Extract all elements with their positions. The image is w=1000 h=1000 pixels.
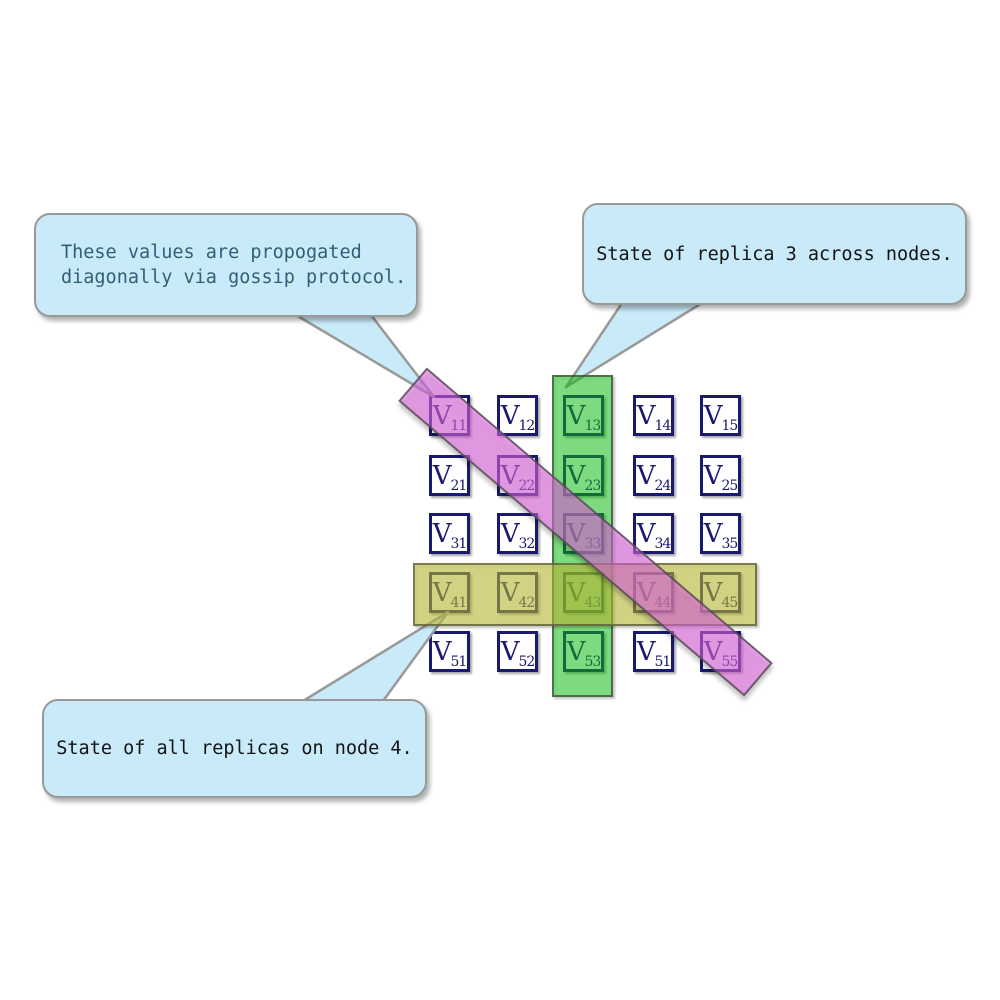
cell-subscript: 53 bbox=[584, 653, 601, 670]
cell-subscript: 12 bbox=[518, 417, 535, 434]
cell-subscript: 34 bbox=[654, 535, 671, 552]
callout-node4: State of all replicas on node 4. bbox=[42, 699, 427, 798]
cell-letter: V bbox=[566, 460, 586, 491]
cell-letter: V bbox=[703, 518, 723, 549]
cell-subscript: 35 bbox=[721, 535, 738, 552]
callout-replica3: State of replica 3 across nodes. bbox=[582, 203, 967, 305]
cell-subscript: 51 bbox=[654, 653, 671, 670]
cell-subscript: 31 bbox=[450, 535, 467, 552]
callout-gossip-line-2: diagonally via gossip protocol. bbox=[61, 267, 407, 288]
cell-subscript: 14 bbox=[654, 417, 671, 434]
cell-subscript: 32 bbox=[518, 535, 535, 552]
cell-letter: V bbox=[703, 460, 723, 491]
cell-subscript: 23 bbox=[584, 477, 601, 494]
cell-letter: V bbox=[500, 400, 520, 431]
cell-subscript: 15 bbox=[721, 417, 738, 434]
callout-node4-line-1: State of all replicas on node 4. bbox=[56, 738, 413, 759]
cell-subscript: 24 bbox=[654, 477, 671, 494]
cell-subscript: 25 bbox=[721, 477, 738, 494]
callout-gossip: These values are propogated diagonally v… bbox=[34, 213, 418, 317]
cell-letter: V bbox=[636, 518, 656, 549]
callout-gossip-line-1: These values are propogated bbox=[61, 242, 362, 263]
cell-letter: V bbox=[566, 400, 586, 431]
cell-subscript: 13 bbox=[584, 417, 601, 434]
cell-letter: V bbox=[636, 400, 656, 431]
callout-replica3-line-1: State of replica 3 across nodes. bbox=[596, 243, 953, 265]
cell-letter: V bbox=[432, 460, 452, 491]
cell-subscript: 51 bbox=[450, 653, 467, 670]
cell-letter: V bbox=[432, 636, 452, 667]
cell-letter: V bbox=[500, 518, 520, 549]
cell-subscript: 21 bbox=[450, 477, 467, 494]
cell-letter: V bbox=[432, 518, 452, 549]
cell-letter: V bbox=[566, 636, 586, 667]
cell-letter: V bbox=[500, 636, 520, 667]
cell-subscript: 52 bbox=[518, 653, 535, 670]
cell-letter: V bbox=[703, 400, 723, 431]
cell-letter: V bbox=[636, 460, 656, 491]
cell-letter: V bbox=[636, 636, 656, 667]
